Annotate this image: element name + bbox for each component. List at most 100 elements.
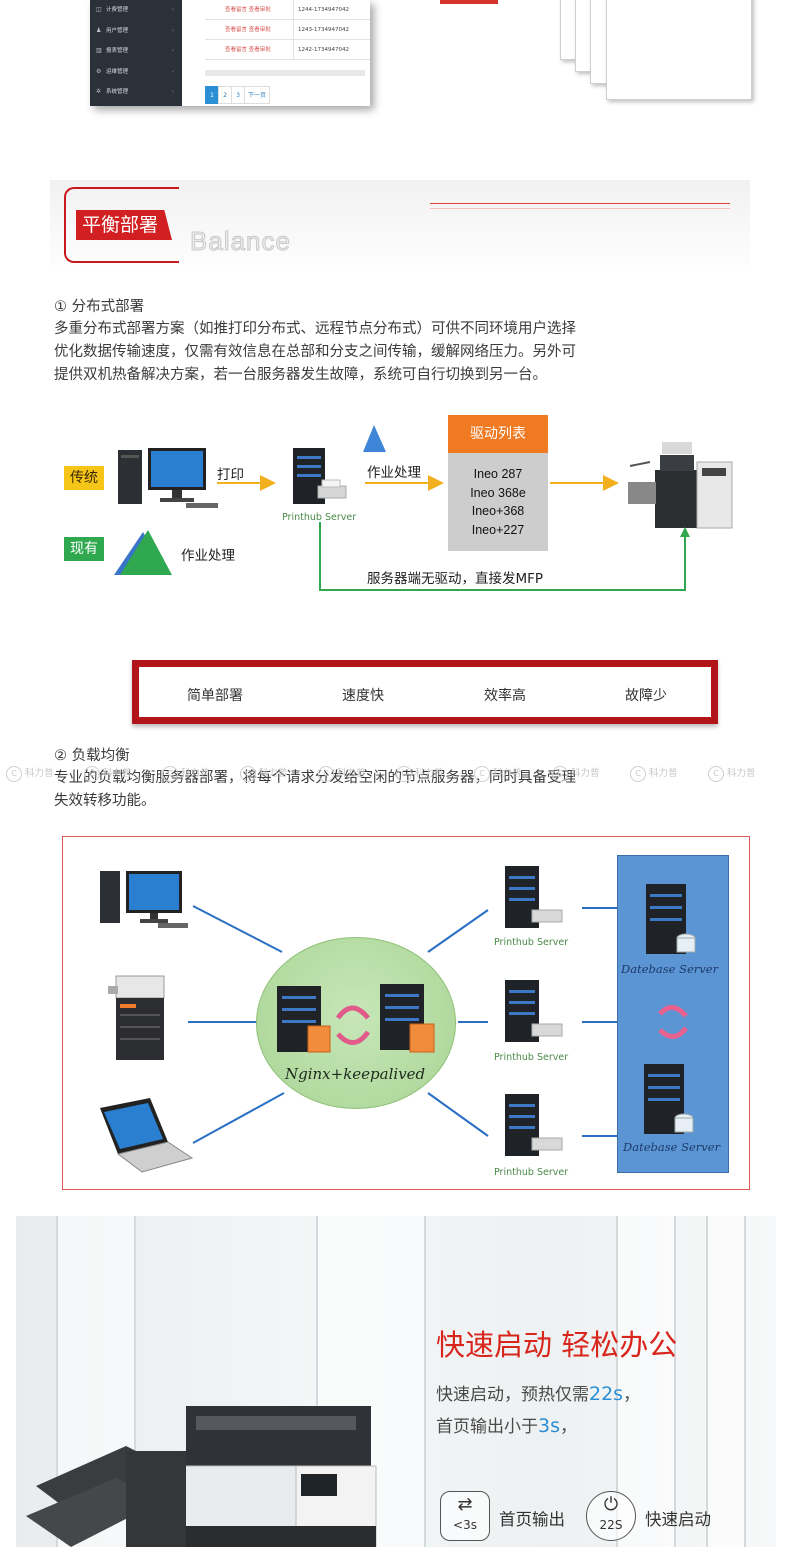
banner-line-1: 快速启动，预热仅需22s， [436,1380,640,1405]
features-bar: 简单部署 速度快 效率高 故障少 [132,660,718,724]
tag-now: 现有 [64,537,104,561]
driver-list-title: 驱动列表 [448,415,548,453]
feature-fast: 速度快 [342,688,384,704]
icon-caption: <3s [453,1518,477,1532]
section1-line-1: 多重分布式部署方案（如推打印分布式、远程节点分布式）可供不同环境用户选择 [54,321,576,337]
printhub-server-icon [505,866,563,928]
load-balance-graphics [100,866,696,1173]
nginx-label: Nginx+keepalived [285,1065,426,1083]
printhub-server-icon [505,1094,563,1156]
sidebar-item-billing[interactable]: ◫计费管理‹ [90,0,182,21]
divider-line [430,208,730,209]
watermark-text: 科力普 [727,768,756,779]
row-id: 1244-1734947042 [298,7,349,13]
section2-line-1: 专业的负载均衡服务器部署，将每个请求分发给空闲的节点服务器，同时具备受理 [54,770,576,786]
watermark-logo-icon: C [6,765,22,782]
laptop-icon [100,1098,194,1173]
watermark-logo-icon: C [240,765,256,782]
section1-line-2: 优化数据传输速度，仅需有效信息在总部和分支之间传输，缓解网络压力。另外可 [54,344,576,360]
printhub-server-label: Printhub Server [494,1052,569,1063]
printhub-server-label: Printhub Server [494,1167,569,1178]
printhub-server-label: Printhub Server [282,512,357,523]
sidebar-item-label: 系统管理 [106,89,129,95]
chevron-right-icon: ‹ [171,48,174,54]
job-process-label-2: 作业处理 [181,548,235,564]
horizontal-scrollbar[interactable] [205,70,365,76]
sync-arrows-icon [658,1005,688,1018]
mfp-printer-icon [628,442,733,529]
warmup-time: 22s [589,1383,624,1405]
report-icon: ▥ [96,47,102,54]
page-3-button[interactable]: 3 [231,86,245,104]
sidebar-item-system[interactable]: ✲系统管理‹ [90,82,182,103]
feature-simple-deploy: 简单部署 [187,688,243,704]
sync-arrows-icon [335,1005,370,1020]
printhub-server-label: Printhub Server [494,937,569,948]
swap-arrows-icon: ⇄ [457,1494,473,1515]
section2-line-2: 失效转移功能。 [54,793,156,809]
banner-line-2: 首页输出小于3s， [436,1412,577,1437]
sidebar-item-ops[interactable]: ⚙运维管理‹ [90,62,182,83]
banner-title: 快速启动 轻松办公 [436,1328,678,1362]
driver-list: Ineo 287 Ineo 368e Ineo+368 Ineo+227 [448,453,548,551]
list-item: Ineo 287 [473,467,523,481]
sidebar-item-label: 报表管理 [106,48,129,54]
watermark-logo-icon: C [84,765,100,782]
sidebar-item-label: 运维管理 [106,68,129,75]
watermark-logo-icon: C [552,765,568,782]
watermark-logo-icon: C [630,765,646,782]
row-id: 1243-1734947042 [298,27,349,33]
user-icon: ♟ [96,26,102,34]
page-1-button[interactable]: 1 [205,86,219,104]
first-page-time: 3s [538,1415,560,1437]
first-page-output-label: 首页输出 [499,1510,565,1529]
admin-screenshot: ◫ 计费管理 ‹ ♟用户管理‹ ▥ 报表管理 ‹ ⚙运维管理‹ ✲ 系统管理 ‹ 查看留言 … [90,0,370,106]
tag-traditional: 传统 [64,466,104,490]
feature-reliable: 故障少 [625,688,667,704]
folder-outline-icon [64,187,179,263]
database-server-label: Datebase Server [623,1140,721,1154]
watermark-text: 科力普 [649,768,678,779]
row-action-links[interactable]: 查看留言 查看审批 [225,7,271,13]
print-label: 打印 [217,467,244,483]
row-action-links[interactable]: 查看留言 查看审批 [225,27,271,33]
desktop-pc-icon [100,871,188,928]
mfp-machine-illustration [26,1406,377,1547]
watermark-text: 科力普 [103,768,132,779]
section-title-en: Balance [190,226,291,257]
banner-text: 首页输出小于 [436,1417,538,1437]
watermark-text: 科力普 [493,768,522,779]
quick-start-label: 快速启动 [645,1510,711,1529]
list-item: Ineo+227 [471,522,525,537]
divider-line [430,203,730,204]
section1-line-3: 提供双机热备解决方案，若一台服务器发生故障，系统可自行切换到另一台。 [54,367,547,383]
printhub-server-icon [293,448,347,504]
watermark-logo-icon: C [396,765,412,782]
chart-icon: ◫ [96,6,102,13]
settings-icon: ✲ [96,88,102,95]
sidebar-item-reports[interactable]: ▥ 报表管理 ‹ [90,41,182,62]
row-action-links[interactable]: 查看留言 查看审批 [225,47,271,53]
admin-sidebar: ◫ 计费管理 ‹ ♟用户管理‹ ▥ 报表管理 ‹ ⚙运维管理‹ ✲ 系统管理 ‹ [90,0,182,106]
chevron-right-icon: ‹ [171,27,174,34]
database-server-icon [644,1064,694,1134]
nginx-server-icon [380,984,435,1053]
database-server-label: Datebase Server [621,962,719,976]
sidebar-item-users[interactable]: ♟用户管理‹ [90,21,182,42]
sidebar-item-label: 计费管理 [106,7,129,13]
next-page-button[interactable]: 下一页 [244,86,271,104]
section-title: 平衡部署 [76,210,172,240]
row-id: 1242-1734947042 [298,47,349,53]
load-balance-diagram [62,836,750,1190]
page-2-button[interactable]: 2 [218,86,232,104]
printhub-server-icon [505,980,563,1042]
watermark-logo-icon: C [162,765,178,782]
quick-start-icon: ⏻ 22S [586,1491,636,1541]
triangle-icon [363,425,386,452]
